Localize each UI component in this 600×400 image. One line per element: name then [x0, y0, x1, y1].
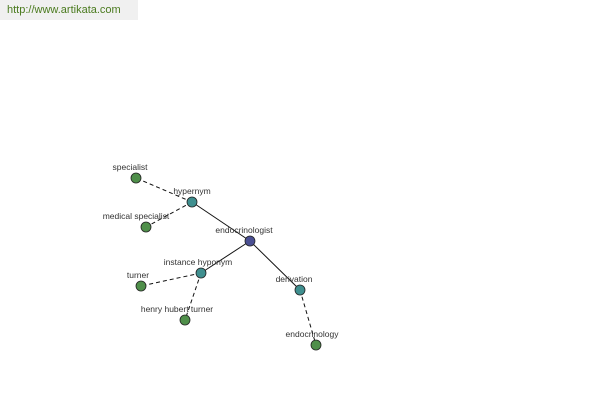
edge-hypernym-specialist [135, 177, 193, 203]
term-turner-node[interactable] [135, 280, 147, 292]
term-endocrinology-node[interactable] [310, 339, 322, 351]
edge-instance_hyponym-turner [140, 272, 202, 287]
term-henry-hubert-turner-node[interactable] [179, 314, 191, 326]
edge-center-hypernym [191, 201, 251, 242]
term-turner-label: turner [127, 270, 149, 280]
edge-center-derivation [249, 240, 301, 291]
relation-derivation-node[interactable] [294, 284, 306, 296]
center-word-label: endocrinologist [215, 225, 273, 235]
term-specialist-node[interactable] [130, 172, 142, 184]
relation-hypernym-node[interactable] [186, 196, 198, 208]
edge-derivation-endocrinology [299, 289, 317, 346]
relation-instance-hyponym-node[interactable] [195, 267, 207, 279]
term-endocrinology-label: endocrinology [286, 329, 340, 339]
term-medical-specialist-node[interactable] [140, 221, 152, 233]
source-banner: http://www.artikata.com [0, 0, 138, 20]
edge-instance_hyponym-henry_hubert_turner [184, 272, 202, 321]
edge-center-instance_hyponym [200, 240, 251, 274]
term-medical-specialist-label: medical specialist [103, 211, 170, 221]
edge-hypernym-medical_specialist [145, 201, 193, 228]
graph-nodes [130, 172, 322, 351]
term-henry-hubert-turner-label: henry hubert turner [141, 304, 213, 314]
graph-labels: endocrinologist hypernym instance hyponym d… [103, 162, 340, 339]
relation-derivation-label: derivation [276, 274, 313, 284]
term-specialist-label: specialist [113, 162, 149, 172]
relation-instance-hyponym-label: instance hyponym [164, 257, 233, 267]
center-word-node[interactable] [244, 235, 256, 247]
relation-hypernym-label: hypernym [173, 186, 210, 196]
source-url-link[interactable]: http://www.artikata.com [7, 4, 121, 16]
graph-edges [135, 177, 317, 346]
